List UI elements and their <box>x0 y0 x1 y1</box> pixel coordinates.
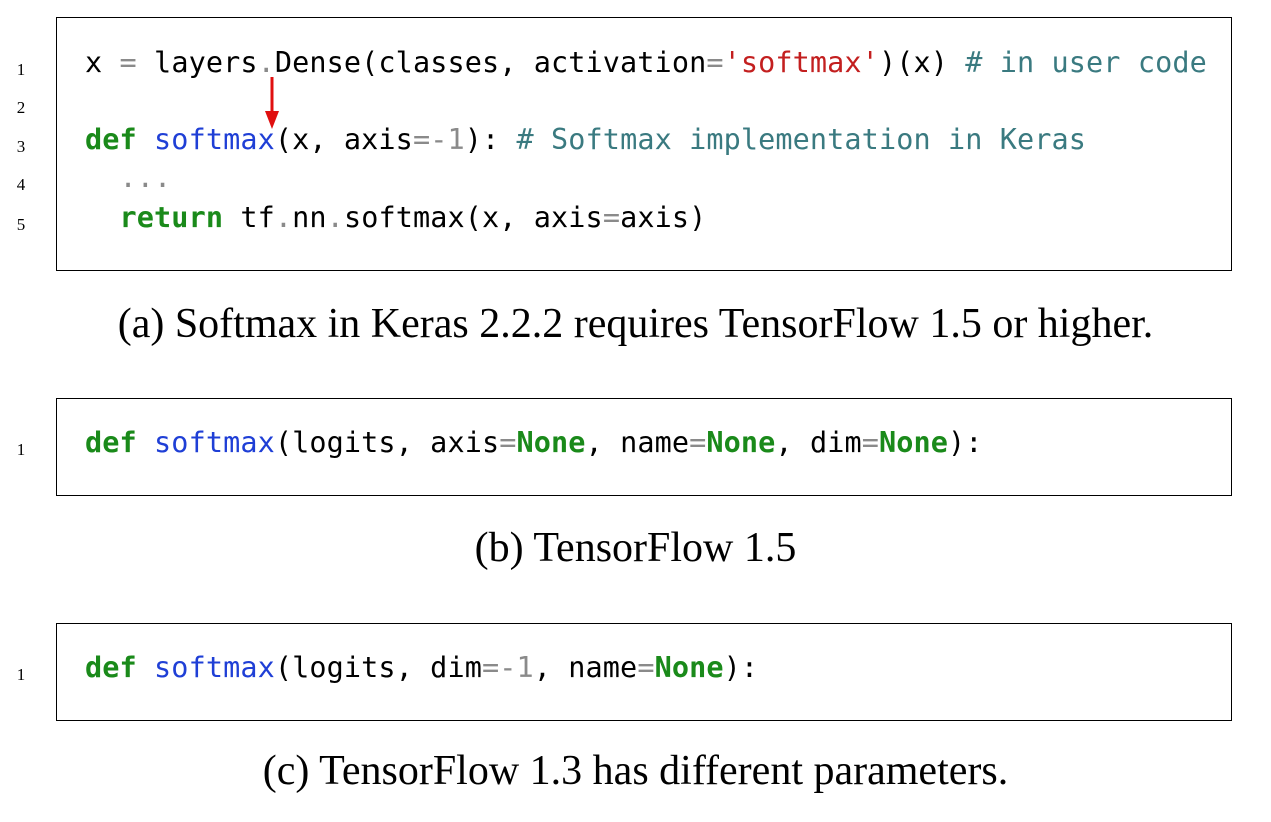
code-token: layers <box>136 46 258 79</box>
constant-token: None <box>878 426 949 459</box>
code-text: x = layers.Dense(classes, activation='so… <box>85 46 1207 79</box>
code-line: 5 return tf.nn.softmax(x, axis=axis) <box>17 201 1231 239</box>
caption-a: (a) Softmax in Keras 2.2.2 requires Tens… <box>117 301 1154 347</box>
constant-token: None <box>706 426 776 459</box>
line-number: 1 <box>16 440 26 459</box>
code-line: 1 def softmax(logits, axis=None, name=No… <box>17 426 1231 464</box>
code-listing-a: 1 x = layers.Dense(classes, activation='… <box>17 17 1232 271</box>
keyword-token: return <box>119 201 224 234</box>
code-token <box>137 426 154 459</box>
operator-token: . <box>257 46 275 79</box>
operator-token: = <box>861 426 879 459</box>
line-number: 5 <box>16 215 26 234</box>
operator-token: = <box>637 651 655 684</box>
code-line: 4 ... <box>17 161 1231 199</box>
comment-token: # in user code <box>965 46 1207 79</box>
caption-b: (b) TensorFlow 1.5 <box>474 525 797 571</box>
code-token <box>85 201 120 234</box>
operator-token: = <box>119 46 137 79</box>
code-token: softmax(x, axis <box>343 201 603 234</box>
code-token: , dim <box>775 426 862 459</box>
code-token: (logits, axis <box>274 426 500 459</box>
code-text: return tf.nn.softmax(x, axis=axis) <box>85 201 707 234</box>
function-name-token: softmax <box>154 651 275 684</box>
operator-token: = <box>602 201 621 234</box>
comment-token: # Softmax implementation in Keras <box>516 123 1087 156</box>
number-token: 1 <box>516 651 534 684</box>
code-token <box>85 161 120 194</box>
code-token: , name <box>533 651 638 684</box>
code-text: def softmax(logits, axis=None, name=None… <box>85 426 983 459</box>
code-listing-c: 1 def softmax(logits, dim=-1, name=None)… <box>17 623 1232 721</box>
constant-token: None <box>516 426 586 459</box>
function-name-token: softmax <box>154 123 275 156</box>
code-token: tf <box>223 201 275 234</box>
string-token: 'softmax' <box>723 46 879 79</box>
code-token: axis) <box>620 201 707 234</box>
keyword-token: def <box>85 651 137 684</box>
code-line: 1 x = layers.Dense(classes, activation='… <box>17 46 1231 84</box>
code-token <box>137 651 154 684</box>
code-text: def softmax(logits, dim=-1, name=None): <box>85 651 758 684</box>
caption-c: (c) TensorFlow 1.3 has different paramet… <box>262 748 1009 794</box>
code-text: def softmax(x, axis=-1): # Softmax imple… <box>85 123 1086 156</box>
code-token: x <box>85 46 120 79</box>
keyword-token: def <box>85 426 137 459</box>
red-down-arrow-icon <box>265 77 279 129</box>
code-token: , name <box>585 426 690 459</box>
line-number: 1 <box>16 665 26 684</box>
operator-token: . <box>326 201 344 234</box>
function-name-token: softmax <box>154 426 275 459</box>
code-token: ): <box>464 123 517 156</box>
code-token: )(x) <box>878 46 966 79</box>
code-token: Dense(classes, activation <box>274 46 707 79</box>
line-number: 1 <box>16 60 26 79</box>
operator-token: = <box>499 426 517 459</box>
operator-token: =- <box>412 123 448 156</box>
code-text: ... <box>85 161 172 194</box>
code-listing-b: 1 def softmax(logits, axis=None, name=No… <box>17 398 1232 496</box>
operator-token: = <box>689 426 707 459</box>
constant-token: None <box>654 651 724 684</box>
operator-token: = <box>706 46 724 79</box>
code-line: 1 def softmax(logits, dim=-1, name=None)… <box>17 651 1231 689</box>
keyword-token: def <box>85 123 137 156</box>
line-number: 3 <box>16 137 26 156</box>
code-token: (logits, dim <box>274 651 482 684</box>
line-number: 2 <box>16 98 26 117</box>
code-token: nn <box>292 201 327 234</box>
code-token: (x, axis <box>274 123 413 156</box>
line-number: 4 <box>16 175 26 194</box>
operator-token: ... <box>119 161 172 194</box>
number-token: 1 <box>447 123 465 156</box>
code-line: 3 def softmax(x, axis=-1): # Softmax imp… <box>17 123 1231 161</box>
operator-token: =- <box>481 651 517 684</box>
code-token <box>137 123 154 156</box>
code-token: ): <box>948 426 983 459</box>
code-line: 2 <box>17 84 1231 122</box>
operator-token: . <box>274 201 293 234</box>
code-token: ): <box>723 651 759 684</box>
